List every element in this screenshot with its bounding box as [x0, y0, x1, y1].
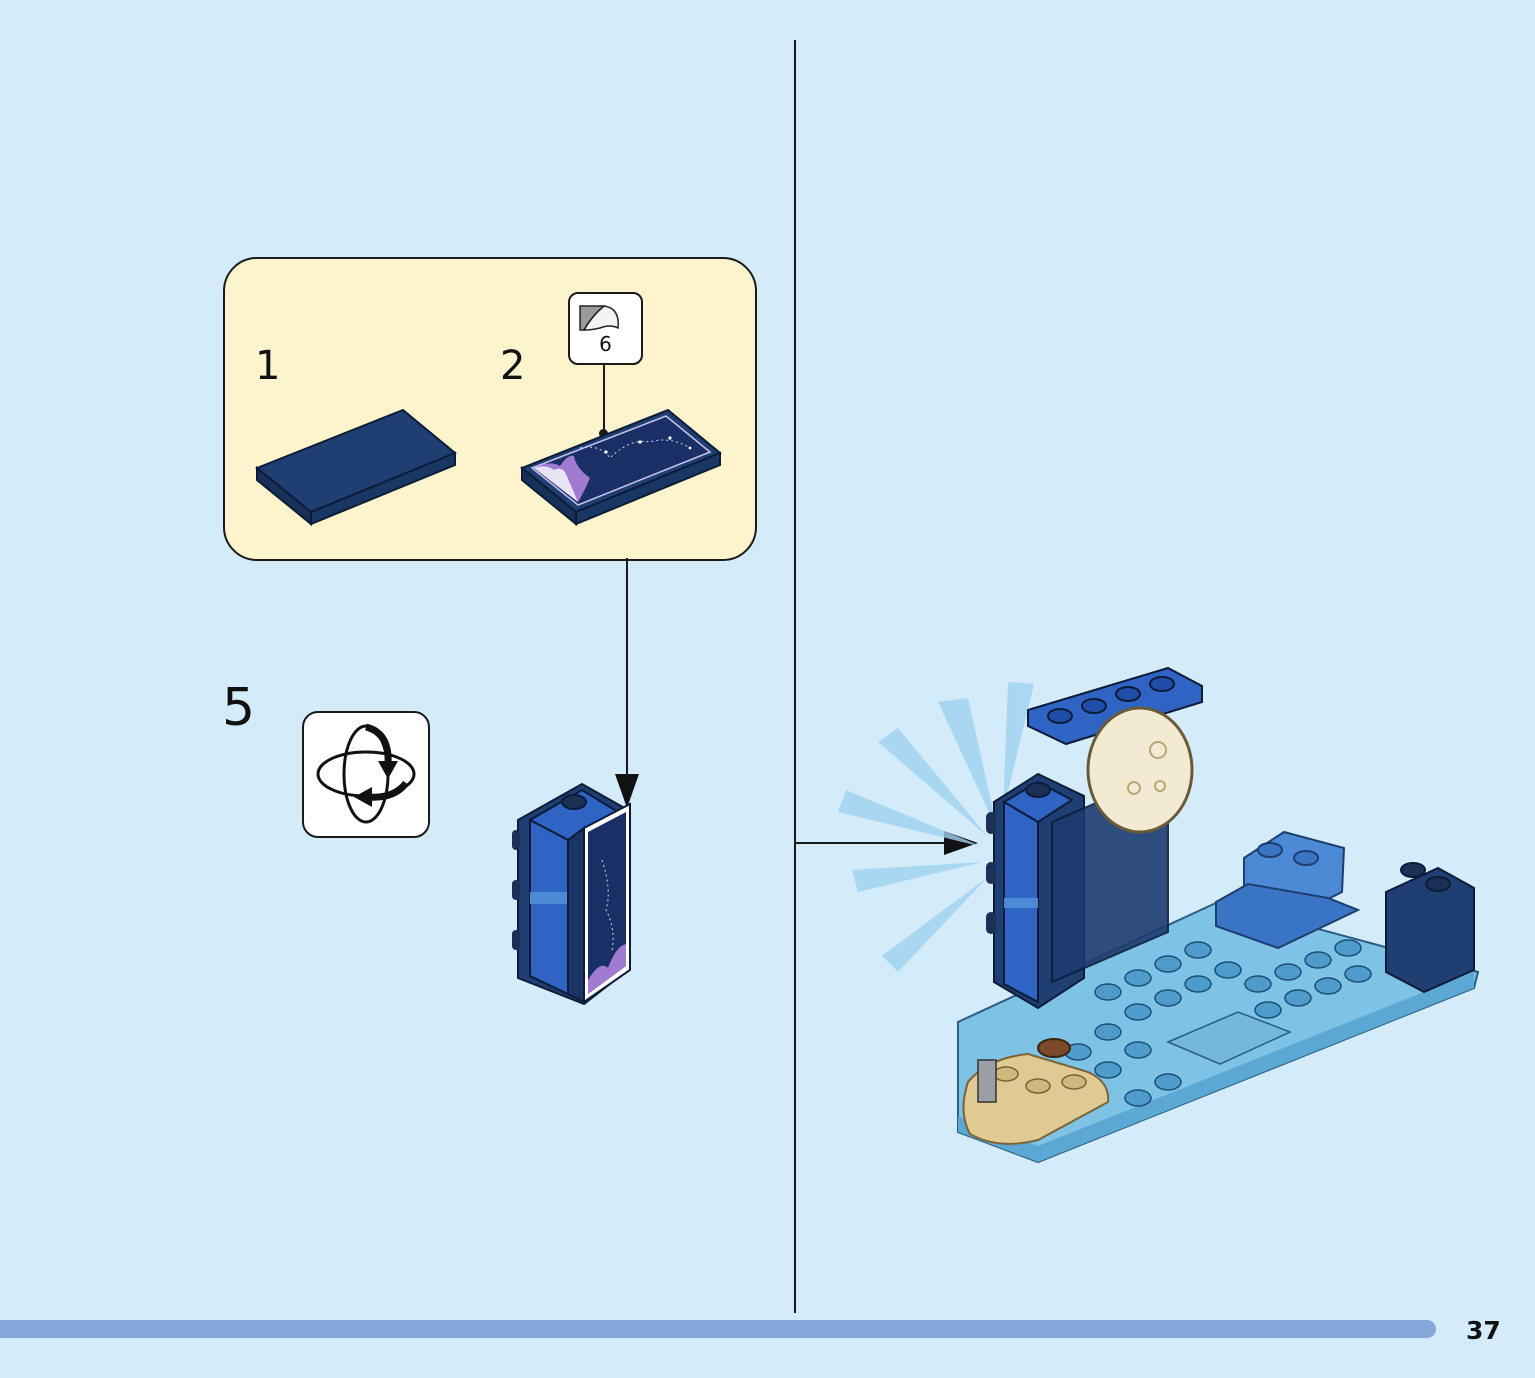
dark-blue-tile	[255, 408, 460, 528]
sticker-number: 6	[570, 332, 641, 356]
sticker-callout: 6	[568, 292, 643, 365]
step-5-brick-assembly	[512, 780, 637, 1008]
sub-step-number-2: 2	[500, 346, 525, 386]
step-number: 5	[222, 682, 255, 734]
page-divider	[794, 40, 796, 1313]
page-progress-bar	[0, 1320, 1436, 1338]
callout-arrow-line	[626, 558, 628, 778]
printed-star-tile	[520, 408, 725, 528]
rotate-model-callout	[302, 711, 430, 838]
full-model-illustration	[838, 662, 1488, 1167]
rotate-model-icon	[304, 713, 428, 836]
page-number: 37	[1466, 1316, 1501, 1345]
sub-step-number-1: 1	[255, 346, 280, 386]
